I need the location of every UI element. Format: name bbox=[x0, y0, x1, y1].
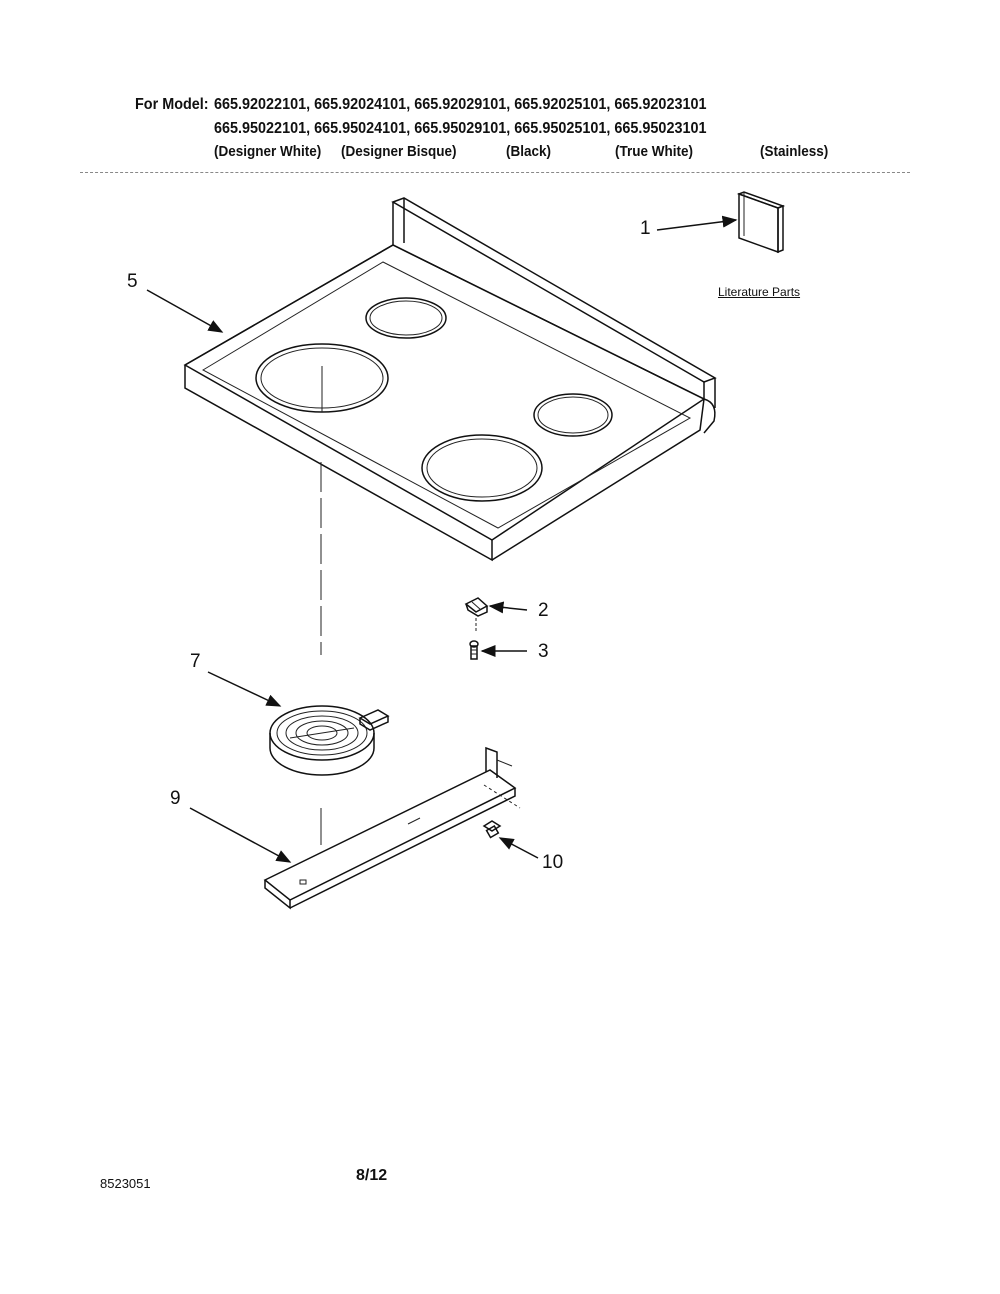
page-number: 8/12 bbox=[356, 1167, 388, 1184]
leader-7 bbox=[207, 671, 282, 707]
literature-parts-booklet bbox=[736, 191, 786, 254]
callout-7: 7 bbox=[190, 651, 201, 672]
callout-9: 9 bbox=[170, 788, 181, 809]
leader-1 bbox=[656, 215, 738, 231]
model-label: For Model: bbox=[135, 96, 209, 113]
color-true-white: (True White) bbox=[615, 143, 694, 160]
bracket-screw bbox=[482, 820, 502, 839]
callout-5: 5 bbox=[127, 271, 138, 292]
color-stainless: (Stainless) bbox=[760, 143, 829, 160]
color-designer-white: (Designer White) bbox=[214, 143, 322, 160]
header-divider bbox=[80, 172, 910, 173]
leader-2 bbox=[488, 601, 528, 614]
model-list-row-2: 665.95022101, 665.95024101, 665.95029101… bbox=[214, 120, 707, 137]
leader-9 bbox=[189, 807, 292, 863]
callout-1: 1 bbox=[640, 218, 651, 239]
callout-3: 3 bbox=[538, 641, 549, 662]
model-list-row-1: 665.92022101, 665.92024101, 665.92029101… bbox=[214, 96, 707, 113]
literature-parts-label: Literature Parts bbox=[718, 285, 801, 299]
color-black: (Black) bbox=[506, 143, 552, 160]
element-support-bracket bbox=[263, 746, 521, 910]
document-code: 8523051 bbox=[100, 1176, 151, 1191]
leader-5 bbox=[146, 289, 224, 333]
cooktop-glass-top bbox=[183, 197, 717, 562]
screw bbox=[469, 640, 479, 660]
radiant-surface-element bbox=[269, 705, 390, 776]
callout-10: 10 bbox=[542, 852, 564, 873]
leader-10 bbox=[498, 837, 539, 859]
mounting-clip bbox=[464, 597, 489, 632]
callout-2: 2 bbox=[538, 600, 549, 621]
color-designer-bisque: (Designer Bisque) bbox=[341, 143, 457, 160]
